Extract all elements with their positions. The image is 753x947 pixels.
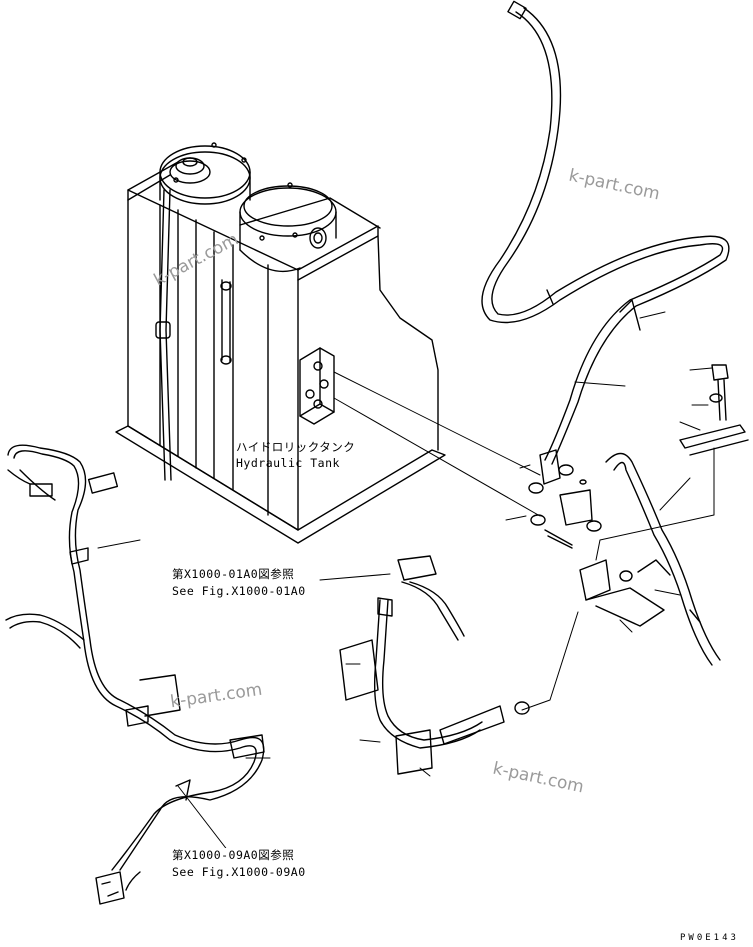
tank-label-jp: ハイドロリックタンク — [236, 440, 356, 454]
upper-hose — [481, 0, 730, 485]
drawing-code: PW0E143 — [680, 933, 739, 943]
level-gauge — [221, 279, 231, 363]
leader-lines — [97, 311, 715, 861]
reference-label-en: See Fig.X1000-09A0 — [172, 865, 306, 880]
reference-label-jp: 第X1000-01A0図参照 — [172, 567, 295, 582]
breather-tube — [159, 189, 172, 481]
port-block — [299, 347, 335, 425]
lower-hose — [339, 555, 505, 775]
tank-label-en: Hydraulic Tank — [236, 456, 340, 470]
reference-label-en: See Fig.X1000-01A0 — [172, 584, 306, 599]
wire-harness — [5, 444, 265, 905]
filler-cap — [159, 142, 251, 205]
fittings — [514, 464, 665, 715]
bolt-assembly — [679, 364, 749, 456]
reference-label-jp: 第X1000-09A0図参照 — [172, 848, 295, 863]
hydraulic-tank — [115, 142, 541, 544]
right-hose — [605, 452, 721, 666]
filter-housing — [239, 182, 337, 273]
